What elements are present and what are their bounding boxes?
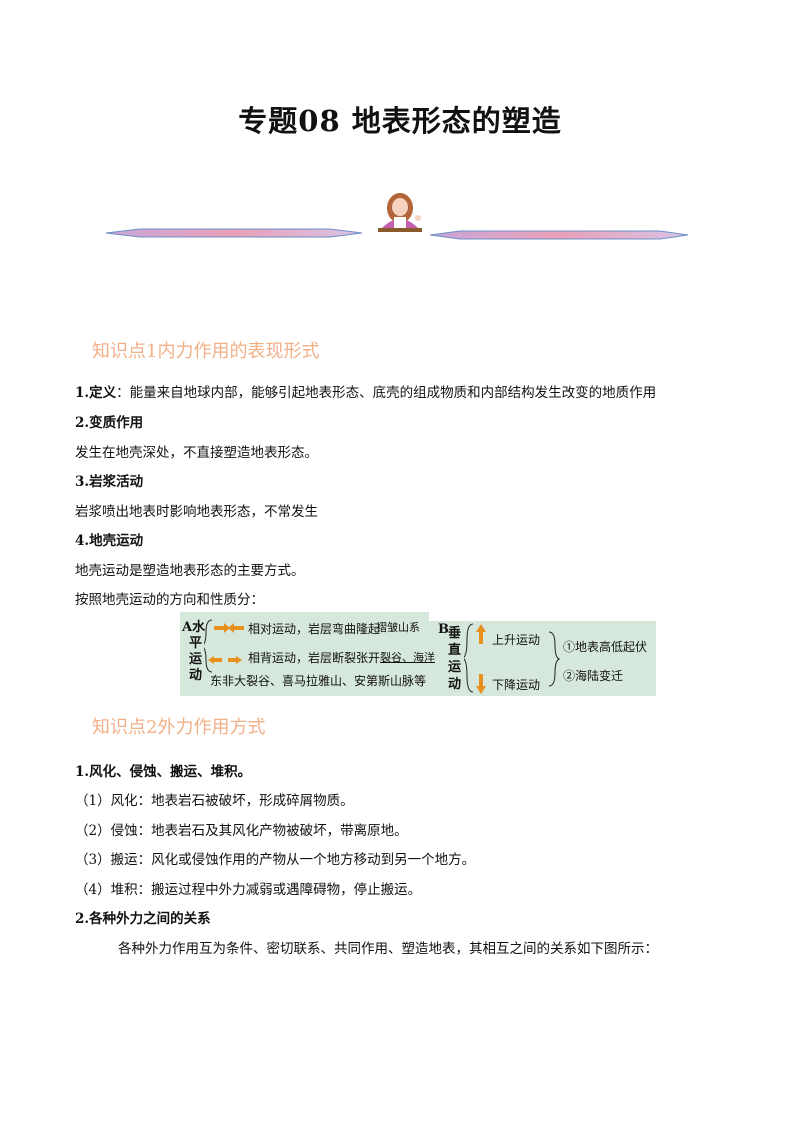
effect-sea-land-text: ②海陆变迁 (563, 669, 624, 683)
vertical-label: B (438, 622, 449, 637)
section2-heading: 知识点2外力作用方式 (92, 717, 266, 738)
page-title: 专题08 地表形态的塑造 (238, 104, 562, 138)
definition-label: 1.定义 (75, 385, 117, 401)
effect-brace-icon (548, 631, 561, 687)
examples-text: 东非大裂谷、喜马拉雅山、安第斯山脉等 (210, 674, 427, 688)
left-divider-bar (105, 228, 363, 238)
vertical-label-3: 直 (448, 643, 462, 658)
teacher-avatar-icon (378, 193, 422, 232)
external-forces-heading: 1.风化、侵蚀、搬运、堆积。 (75, 764, 252, 780)
horizontal-arrows-icon (204, 619, 244, 673)
title-decoration (105, 193, 689, 240)
effect-relief-text: ①地表高低起伏 (563, 640, 648, 654)
definition-line: 1.定义：能量来自地球内部，能够引起地表形态、底壳的组成物质和内部结构发生改变的… (75, 381, 656, 401)
horizontal-label: A水 (182, 620, 206, 635)
vertical-label-4: 运 (448, 660, 462, 675)
fold-mountain-text: 褶皱山系 (376, 621, 420, 634)
horizontal-label-2: 平 (189, 636, 203, 651)
horizontal-label-3: 运 (189, 652, 203, 667)
crust-heading: 4.地壳运动 (75, 533, 144, 549)
relative-movement-text: 相对运动，岩层弯曲隆起 (248, 622, 381, 636)
vertical-label-5: 动 (448, 677, 462, 692)
weathering-text: （1）风化：地表岩石被破坏，形成碎屑物质。 (75, 793, 354, 809)
crust-classification-text: 按照地壳运动的方向和性质分： (75, 592, 264, 608)
opposite-movement-text: 相背运动，岩层断裂张开 (248, 651, 381, 665)
magma-text: 岩浆喷出地表时影响地表形态，不常发生 (75, 504, 318, 520)
horizontal-label-4: 动 (189, 668, 203, 683)
rift-ocean-text: 裂谷、海洋 (380, 651, 435, 664)
transport-text: （3）搬运：风化或侵蚀作用的产物从一个地方移动到另一个地方。 (75, 852, 476, 868)
vertical-arrows-icon (464, 623, 486, 694)
right-divider-bar (429, 230, 689, 240)
subsidence-text: 下降运动 (492, 678, 541, 692)
vertical-label-2: 垂 (448, 626, 462, 641)
erosion-text: （2）侵蚀：地表岩石及其风化产物被破坏，带离原地。 (75, 823, 408, 839)
metamorphism-heading: 2.变质作用 (75, 415, 144, 431)
metamorphism-text: 发生在地壳深处，不直接塑造地表形态。 (75, 445, 318, 461)
relationship-text: 各种外力作用互为条件、密切联系、共同作用、塑造地表，其相互之间的关系如下图所示： (118, 941, 658, 957)
uplift-text: 上升运动 (492, 633, 541, 647)
magma-heading: 3.岩浆活动 (75, 474, 144, 490)
crust-movement-diagram: A水 平 运 动 相对运动，岩层弯曲隆起 褶皱山系 相背运动，岩层断裂张开 裂谷… (180, 612, 656, 696)
section1-heading: 知识点1内力作用的表现形式 (92, 341, 320, 362)
deposition-text: （4）堆积：搬运过程中外力减弱或遇障碍物，停止搬运。 (75, 882, 422, 898)
crust-text: 地壳运动是塑造地表形态的主要方式。 (75, 563, 305, 579)
relationship-heading: 2.各种外力之间的关系 (75, 911, 211, 927)
definition-text: ：能量来自地球内部，能够引起地表形态、底壳的组成物质和内部结构发生改变的地质作用 (116, 385, 657, 401)
